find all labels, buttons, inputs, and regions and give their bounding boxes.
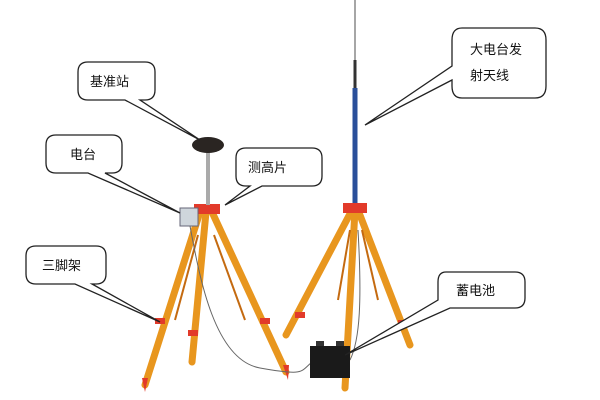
label-height-plate: 测高片 <box>248 160 287 176</box>
callout-height-plate: 测高片 <box>224 147 323 206</box>
callout-base-station: 基准站 <box>77 61 201 141</box>
callout-radio: 电台 <box>45 134 181 214</box>
label-battery: 蓄电池 <box>456 284 495 299</box>
gnss-receiver <box>179 137 224 227</box>
label-antenna-line1: 大电台发 <box>470 42 522 58</box>
label-base-station: 基准站 <box>90 75 129 90</box>
label-radio: 电台 <box>70 148 96 163</box>
callout-battery: 蓄电池 <box>344 271 526 356</box>
radio-unit <box>179 207 199 227</box>
callout-tripod: 三脚架 <box>25 245 161 323</box>
label-tripod: 三脚架 <box>42 258 81 274</box>
cables <box>189 225 361 373</box>
label-antenna-line2: 射天线 <box>470 68 509 84</box>
tripod-left <box>141 204 290 392</box>
battery <box>310 341 350 378</box>
callout-antenna: 大电台发 射天线 <box>364 27 547 126</box>
